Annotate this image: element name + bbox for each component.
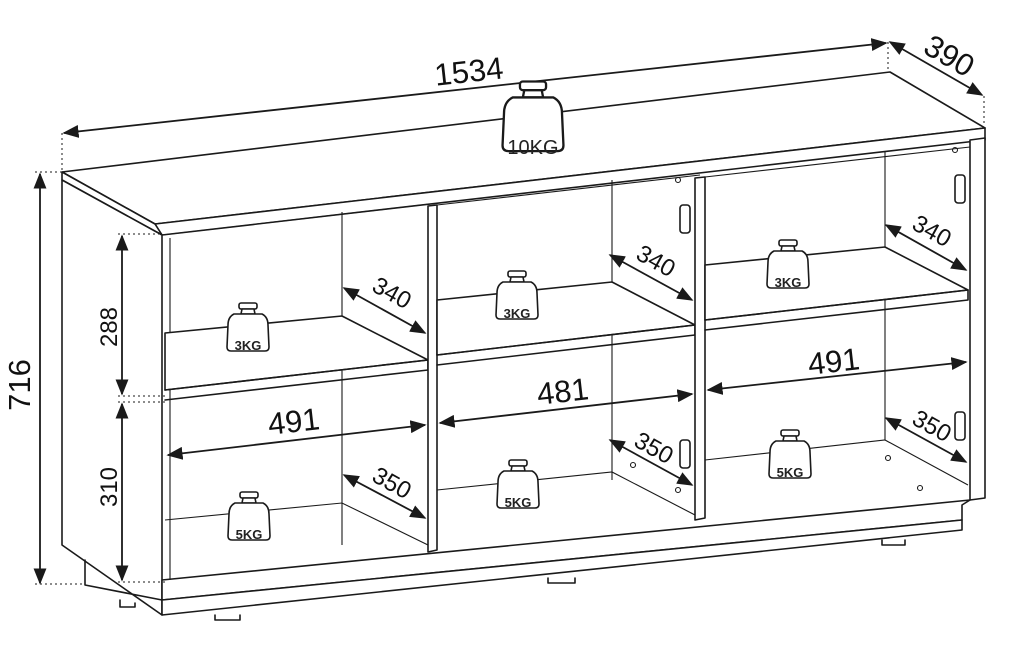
depth-dimension-line bbox=[888, 41, 984, 96]
foot bbox=[547, 577, 576, 584]
width-label: 1534 bbox=[433, 50, 505, 92]
middle-upper-depth-label: 340 bbox=[632, 240, 680, 283]
right-side-panel bbox=[969, 137, 986, 501]
right-upper-depth-line bbox=[884, 224, 968, 271]
weight-label-left-upper: 3KG bbox=[235, 338, 262, 353]
divider-right bbox=[694, 176, 706, 521]
left-upper-depth-line bbox=[342, 287, 427, 334]
left-lower-depth-label: 350 bbox=[368, 462, 416, 505]
left-width-label: 491 bbox=[266, 401, 321, 442]
weight-label-left-lower: 5KG bbox=[236, 527, 263, 542]
middle-width-label: 481 bbox=[535, 371, 590, 412]
left-shelf bbox=[164, 315, 429, 391]
right-lower-depth-label: 350 bbox=[908, 405, 956, 448]
plinth bbox=[161, 519, 963, 616]
divider-left bbox=[427, 204, 438, 553]
middle-upper-depth-line bbox=[608, 254, 694, 301]
weight-label-middle-lower: 5KG bbox=[505, 495, 532, 510]
foot bbox=[881, 539, 906, 546]
height-label: 716 bbox=[2, 359, 37, 411]
right-width-dimension-line bbox=[706, 357, 968, 395]
bottom-board bbox=[161, 499, 971, 601]
foot bbox=[119, 599, 136, 608]
middle-width-dimension-line bbox=[438, 389, 694, 428]
middle-lower-depth-label: 350 bbox=[630, 427, 678, 470]
lower-height-label: 310 bbox=[96, 467, 123, 507]
weight-label-middle-upper: 3KG bbox=[504, 306, 531, 321]
left-side-panel bbox=[61, 179, 163, 616]
right-width-label: 491 bbox=[806, 341, 861, 382]
middle-lower-depth-line bbox=[608, 439, 694, 486]
left-width-dimension-line bbox=[166, 420, 427, 460]
weight-label-top: 10KG bbox=[507, 137, 558, 159]
weight-label-right-upper: 3KG bbox=[775, 275, 802, 290]
upper-height-label: 288 bbox=[96, 307, 123, 347]
weight-label-right-lower: 5KG bbox=[777, 465, 804, 480]
left-lower-depth-line bbox=[342, 474, 427, 519]
width-dimension-line bbox=[62, 38, 888, 138]
dimension-lines bbox=[33, 38, 985, 585]
depth-label: 390 bbox=[918, 28, 980, 84]
right-shelf bbox=[704, 246, 969, 321]
middle-shelf bbox=[436, 281, 696, 356]
left-upper-depth-label: 340 bbox=[368, 272, 416, 315]
right-lower-depth-line bbox=[884, 417, 968, 463]
foot bbox=[214, 614, 241, 621]
right-upper-depth-label: 340 bbox=[908, 210, 956, 253]
